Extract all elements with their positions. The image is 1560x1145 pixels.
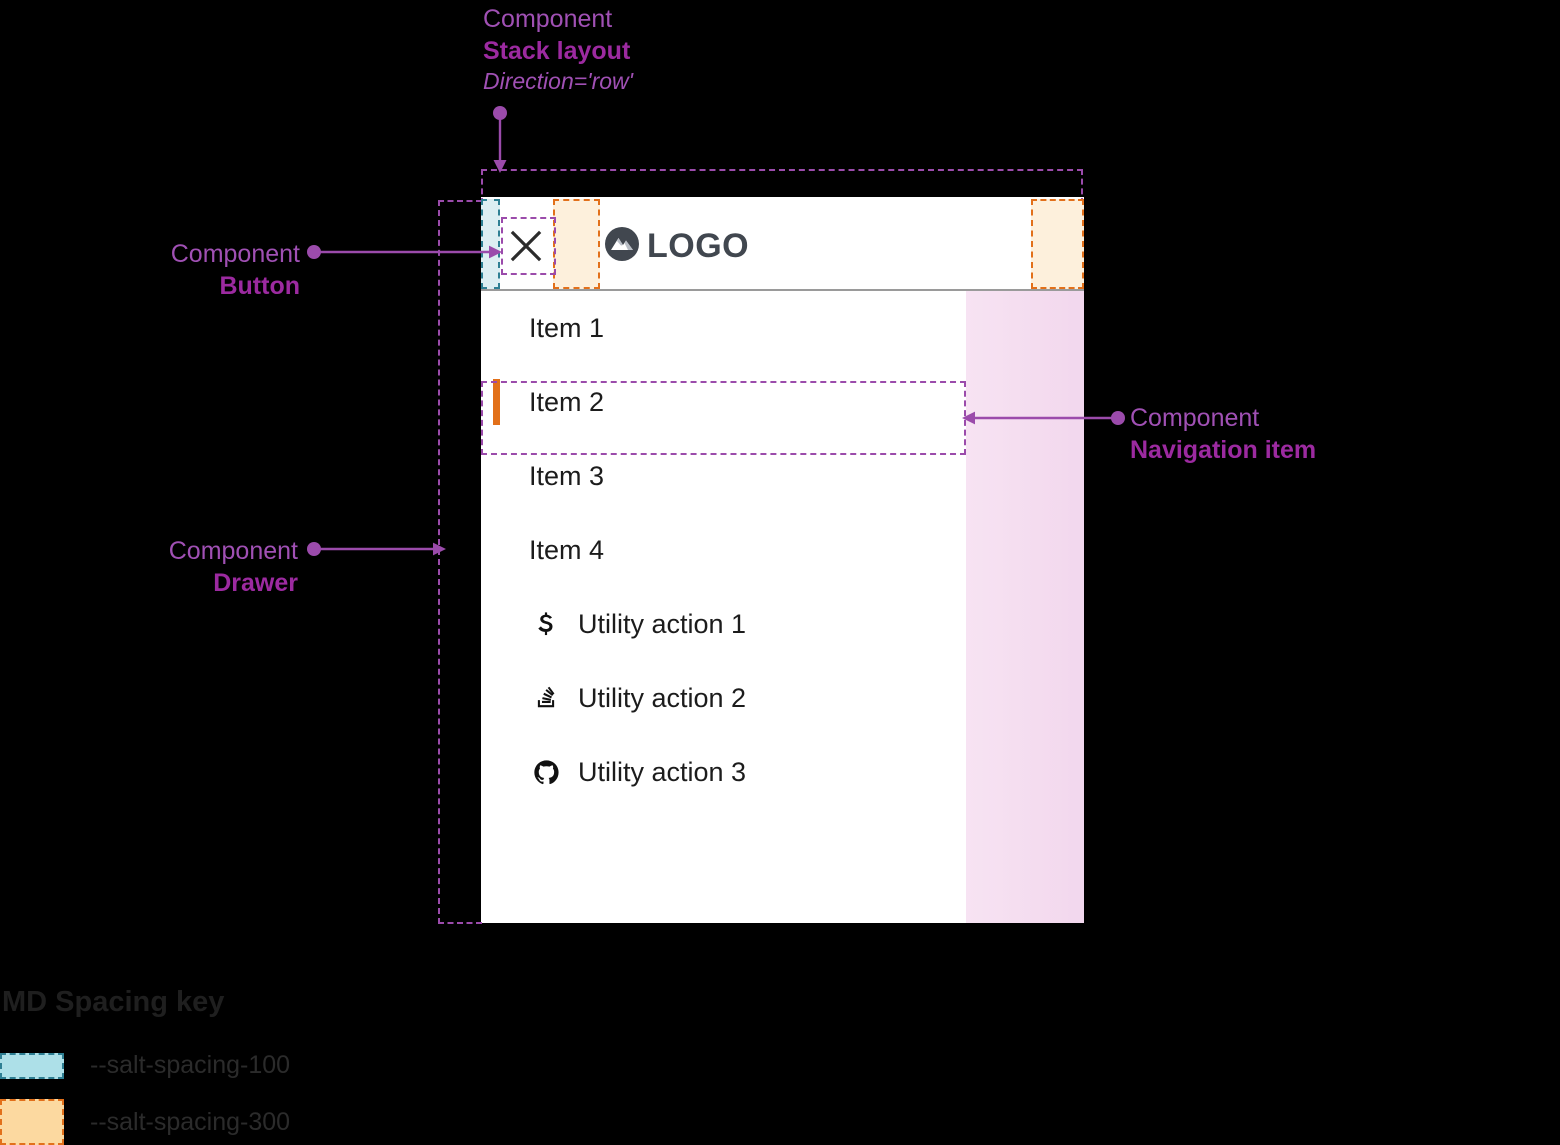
utility-action-1[interactable]: Utility action 1 bbox=[481, 587, 966, 661]
drawer-header bbox=[481, 199, 1084, 291]
nav-item-selection-indicator bbox=[493, 379, 500, 425]
annotation-property: Direction='row' bbox=[483, 68, 634, 94]
annotation-name: Drawer bbox=[213, 569, 298, 597]
nav-item-label: Item 4 bbox=[529, 534, 605, 565]
utility-action-2[interactable]: Utility action 2 bbox=[481, 661, 966, 735]
stack-overflow-icon bbox=[531, 683, 561, 713]
annotation-kind: Component bbox=[168, 537, 298, 565]
navigation-list: Item 1 Item 2 Item 3 Item 4 Utility acti… bbox=[481, 291, 966, 809]
spacing-300-swatch bbox=[0, 1099, 64, 1145]
annotation-kind: Component bbox=[483, 5, 613, 33]
github-icon bbox=[531, 757, 561, 787]
logo-lockup: LOGO bbox=[604, 226, 749, 266]
close-button[interactable] bbox=[500, 220, 552, 272]
annotation-name: Button bbox=[219, 272, 300, 300]
spacing-100-block-left bbox=[481, 199, 500, 289]
leader-stack-layout bbox=[488, 105, 518, 177]
salt-s-icon bbox=[531, 609, 561, 639]
spacing-key-title: MD Spacing key bbox=[2, 986, 225, 1018]
utility-action-label: Utility action 3 bbox=[578, 756, 747, 787]
nav-item-4[interactable]: Item 4 bbox=[481, 513, 966, 587]
annotation-drawer: Component Drawer bbox=[0, 535, 298, 599]
nav-item-label: Item 3 bbox=[529, 460, 605, 491]
utility-action-label: Utility action 2 bbox=[578, 682, 747, 713]
utility-action-3[interactable]: Utility action 3 bbox=[481, 735, 966, 809]
spacing-key-label: --salt-spacing-100 bbox=[90, 1051, 291, 1079]
spacing-100-swatch bbox=[0, 1052, 64, 1079]
spacing-300-block-right bbox=[1031, 199, 1084, 289]
annotation-stack-layout: Component Stack layout Direction='row' bbox=[483, 3, 633, 96]
drawer-boundary-box bbox=[438, 200, 482, 924]
mountain-logo-icon bbox=[604, 226, 640, 267]
utility-action-label: Utility action 1 bbox=[578, 608, 747, 639]
annotation-kind: Component bbox=[170, 240, 300, 268]
spacing-300-block-after-button bbox=[553, 199, 600, 289]
annotation-kind: Component bbox=[1130, 404, 1260, 432]
spacing-key-row-100: --salt-spacing-100 bbox=[0, 1051, 290, 1080]
nav-item-label: Item 2 bbox=[529, 386, 605, 417]
annotation-name: Stack layout bbox=[483, 37, 631, 65]
annotation-button: Component Button bbox=[0, 238, 300, 302]
nav-item-3[interactable]: Item 3 bbox=[481, 439, 966, 513]
navigation-item-boundary-box bbox=[481, 381, 966, 455]
button-boundary-box bbox=[501, 217, 556, 275]
close-icon bbox=[509, 229, 543, 263]
nav-item-label: Item 1 bbox=[529, 312, 605, 343]
annotation-navigation-item: Component Navigation item bbox=[1130, 402, 1316, 466]
spacing-key-row-300: --salt-spacing-300 bbox=[0, 1099, 290, 1145]
annotation-name: Navigation item bbox=[1130, 436, 1317, 464]
nav-item-1[interactable]: Item 1 bbox=[481, 291, 966, 365]
logo-text: LOGO bbox=[647, 227, 750, 265]
leader-drawer bbox=[306, 535, 452, 563]
leader-navigation-item bbox=[958, 404, 1128, 432]
nav-item-2[interactable]: Item 2 bbox=[481, 365, 966, 439]
leader-button bbox=[306, 238, 506, 266]
spacing-key-label: --salt-spacing-300 bbox=[90, 1107, 291, 1136]
